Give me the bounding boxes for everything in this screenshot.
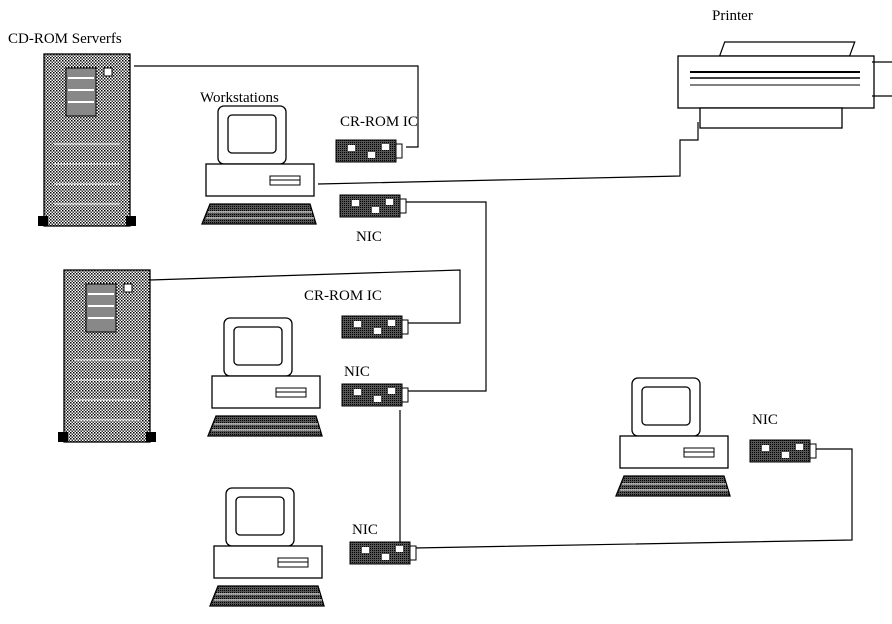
cd-rom-card-1	[336, 140, 402, 162]
workstation-4	[210, 488, 324, 606]
cd-rom-card-2-label: CR-ROM IC	[304, 288, 382, 304]
nic-2-label: NIC	[344, 364, 370, 380]
printer-icon	[678, 42, 892, 128]
network-card-1	[340, 195, 406, 217]
printer-label: Printer	[712, 8, 753, 24]
workstation-2	[208, 318, 322, 436]
nic-4-label: NIC	[352, 522, 378, 538]
cd-rom-card-2	[342, 316, 408, 338]
cd-rom-card-1-label: CR-ROM IC	[340, 114, 418, 130]
network-card-3	[750, 440, 816, 462]
cd-rom-server-2	[58, 270, 156, 442]
nic-1-label: NIC	[356, 229, 382, 245]
workstation-1	[202, 106, 316, 224]
cd-rom-server-1	[38, 54, 136, 226]
workstations-label: Workstations	[200, 90, 279, 106]
network-card-2	[342, 384, 408, 406]
network-card-4	[350, 542, 416, 564]
cd-rom-servers-label: CD-ROM Serverfs	[8, 31, 122, 47]
workstation-3	[616, 378, 730, 496]
nic-3-label: NIC	[752, 412, 778, 428]
